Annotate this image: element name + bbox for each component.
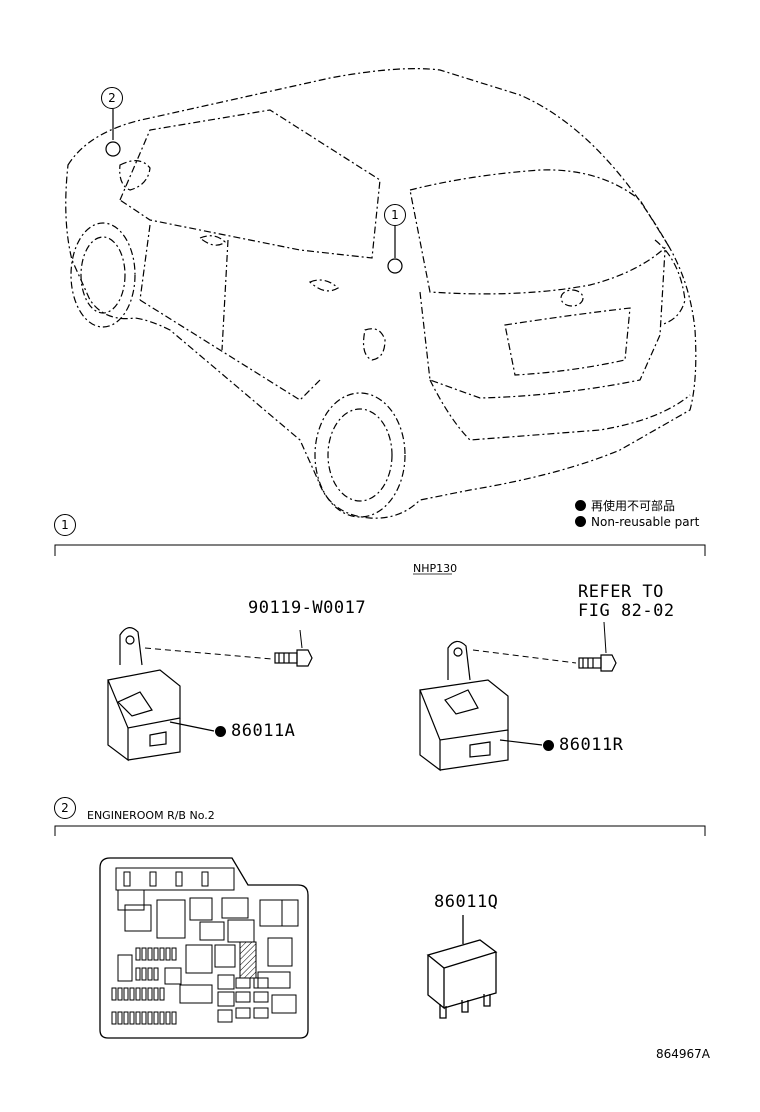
car-callout-1: 1 bbox=[384, 204, 406, 226]
car-roofline bbox=[65, 68, 697, 519]
non-reusable-dot-icon bbox=[543, 740, 554, 751]
section1-variant-label: NHP130 bbox=[413, 562, 458, 575]
car-emblem bbox=[560, 289, 584, 307]
figure-id: 864967A bbox=[656, 1047, 711, 1061]
part-number-86011A[interactable]: 86011A bbox=[215, 721, 295, 741]
section2-title: ENGINEROOM R/B No.2 bbox=[87, 809, 215, 822]
bolt-right-drawing bbox=[578, 654, 617, 672]
legend-item-en: Non-reusable part bbox=[575, 515, 699, 529]
car-callout-2-marker bbox=[105, 141, 121, 157]
relay-86011R-drawing bbox=[419, 640, 543, 772]
car-rear-wheel bbox=[314, 392, 406, 518]
relay-86011Q-drawing bbox=[426, 915, 498, 1019]
car-rear-window bbox=[409, 169, 669, 295]
car-front-wheel-inner bbox=[80, 236, 126, 314]
part-number-86011R[interactable]: 86011R bbox=[543, 735, 623, 755]
relay-86011A-drawing bbox=[107, 627, 215, 762]
refer-to-line2[interactable]: FIG 82-02 bbox=[578, 601, 675, 621]
car-handle-front bbox=[198, 235, 226, 246]
non-reusable-dot-icon bbox=[215, 726, 226, 737]
car-rear-wheel-inner bbox=[327, 408, 393, 502]
section1-number: 1 bbox=[54, 514, 76, 536]
car-side-window-line bbox=[119, 109, 381, 259]
car-fuel-door bbox=[362, 328, 386, 361]
car-rocker bbox=[139, 299, 321, 401]
filled-dot-icon bbox=[575, 516, 586, 527]
car-handle-rear bbox=[308, 279, 339, 292]
part-number-90119-W0017[interactable]: 90119-W0017 bbox=[248, 598, 367, 618]
legend-item-ja: 再使用不可部品 bbox=[575, 497, 675, 514]
car-door-line bbox=[139, 224, 229, 351]
section1-bracket bbox=[54, 544, 706, 556]
section2-number: 2 bbox=[54, 797, 76, 819]
car-tailgate bbox=[419, 249, 666, 399]
car-front-wheel bbox=[70, 222, 136, 328]
car-mirror bbox=[119, 160, 151, 191]
car-rear-light bbox=[654, 239, 686, 326]
relay-block-drawing bbox=[99, 857, 309, 1039]
section2-bracket bbox=[54, 825, 706, 836]
car-bumper bbox=[429, 379, 691, 441]
car-plate-area bbox=[504, 307, 631, 376]
part-number-86011Q[interactable]: 86011Q bbox=[434, 892, 499, 912]
bolt-90119-drawing bbox=[274, 649, 313, 667]
car-callout-1-marker bbox=[387, 258, 403, 274]
refer-to-line1: REFER TO bbox=[578, 582, 664, 602]
car-callout-2: 2 bbox=[101, 87, 123, 109]
filled-dot-icon bbox=[575, 500, 586, 511]
